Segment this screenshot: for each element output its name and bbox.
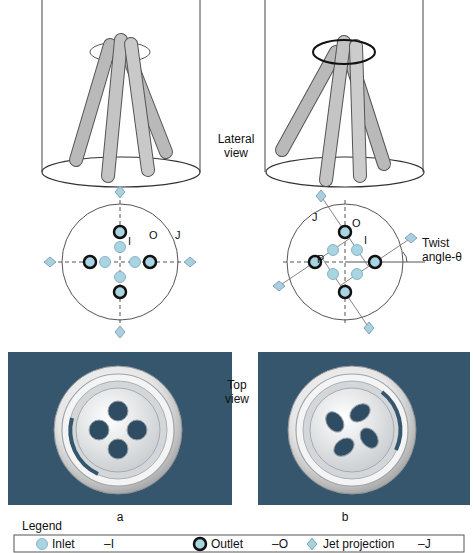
angle-label: Twist angle-θ xyxy=(422,236,474,264)
legend-entry: Outlet xyxy=(211,537,271,551)
jet-group xyxy=(273,239,349,291)
axis-line xyxy=(58,262,182,263)
jet-projection-marker xyxy=(115,186,125,198)
jet-projection-marker xyxy=(316,190,326,202)
jet-line xyxy=(341,238,411,285)
jet-line xyxy=(321,196,368,266)
jet-tube-outline xyxy=(356,46,360,176)
inlet-marker xyxy=(352,269,363,280)
render-background xyxy=(258,352,470,505)
point-label: I xyxy=(364,234,374,247)
legend-symbol: –I xyxy=(104,537,134,551)
view-caption: Top view xyxy=(216,378,258,406)
jet-tube xyxy=(108,40,121,176)
cylinder-base xyxy=(266,157,424,187)
legend-box xyxy=(14,535,464,552)
nozzle-top xyxy=(313,40,375,64)
schematic-b xyxy=(273,190,425,334)
inlet-marker xyxy=(328,245,339,256)
inlet-marker xyxy=(130,257,141,268)
jet-projection-marker xyxy=(405,233,417,243)
legend-symbol: –O xyxy=(272,537,302,551)
jet-tube-outline xyxy=(108,40,121,176)
jet-group xyxy=(322,258,374,334)
cylinder-wall xyxy=(42,0,43,172)
outlet-marker xyxy=(84,256,96,268)
point-label: I xyxy=(128,235,138,248)
outlet-marker xyxy=(339,286,351,298)
jet-tube xyxy=(356,46,360,176)
point-label: J xyxy=(175,229,187,242)
inlet-marker xyxy=(328,269,339,280)
nozzle-ring xyxy=(62,374,174,486)
jet-projection-marker xyxy=(115,326,125,338)
cylinder-wall xyxy=(423,0,424,172)
jet-group xyxy=(316,190,368,266)
nozzle-hole xyxy=(330,434,357,460)
nozzle-hole xyxy=(108,439,128,459)
legend-entry: Inlet xyxy=(52,537,102,551)
panel-letter: b xyxy=(333,510,357,524)
point-label: O xyxy=(149,229,161,242)
point-label: P xyxy=(317,253,327,266)
outlet-marker xyxy=(369,256,381,268)
nozzle-ring xyxy=(296,374,408,486)
jet-projection-sample xyxy=(307,538,317,550)
nozzle-groove xyxy=(69,381,167,479)
nozzle-rim xyxy=(54,366,182,494)
point-label: J xyxy=(312,211,324,224)
jet-projection-marker xyxy=(364,322,374,334)
render-b xyxy=(288,366,416,494)
nozzle-hole xyxy=(346,400,373,426)
legend-entry: Jet projection xyxy=(323,537,415,551)
nozzle-hub xyxy=(76,388,160,472)
nozzle-hole xyxy=(89,420,109,440)
nozzle-hole xyxy=(322,408,348,435)
nozzle-hole xyxy=(356,424,382,451)
outlet-marker xyxy=(114,226,126,238)
render-background xyxy=(8,352,232,505)
outlet-sample xyxy=(194,538,206,550)
lateral-view-b xyxy=(265,0,424,187)
reference-line xyxy=(345,262,425,263)
inlet-marker xyxy=(115,272,126,283)
render-a xyxy=(54,366,182,494)
schematic-a xyxy=(44,186,196,338)
nozzle-groove xyxy=(303,381,401,479)
inlet-marker xyxy=(352,245,363,256)
jet-tube-outline xyxy=(131,44,148,170)
jet-line xyxy=(279,239,349,286)
cylinder-wall xyxy=(200,0,201,172)
legend-heading: Legend xyxy=(22,519,82,533)
nozzle-rim xyxy=(288,366,416,494)
outlet-marker xyxy=(339,226,351,238)
twist-angle-arc xyxy=(403,252,407,262)
nozzle-hole xyxy=(108,401,128,421)
inlet-sample xyxy=(37,539,48,550)
view-caption: Lateral view xyxy=(205,132,267,160)
jet-tube xyxy=(131,44,148,170)
axis-line xyxy=(120,200,121,324)
inlet-marker xyxy=(115,242,126,253)
outlet-marker xyxy=(114,286,126,298)
point-label: O xyxy=(352,217,364,230)
inlet-marker xyxy=(100,257,111,268)
panel-letter: a xyxy=(108,510,132,524)
legend-symbol: –J xyxy=(418,537,448,551)
outlet-marker xyxy=(144,256,156,268)
lateral-view-a xyxy=(42,0,200,187)
jet-group xyxy=(341,233,417,285)
jet-projection-marker xyxy=(184,257,196,267)
cylinder-wall xyxy=(265,0,266,172)
nozzle-hub xyxy=(310,388,394,472)
jet-line xyxy=(322,258,369,328)
jet-projection-marker xyxy=(273,281,285,291)
jet-projection-marker xyxy=(44,257,56,267)
cylinder-base xyxy=(42,157,200,187)
nozzle-hole xyxy=(127,420,147,440)
